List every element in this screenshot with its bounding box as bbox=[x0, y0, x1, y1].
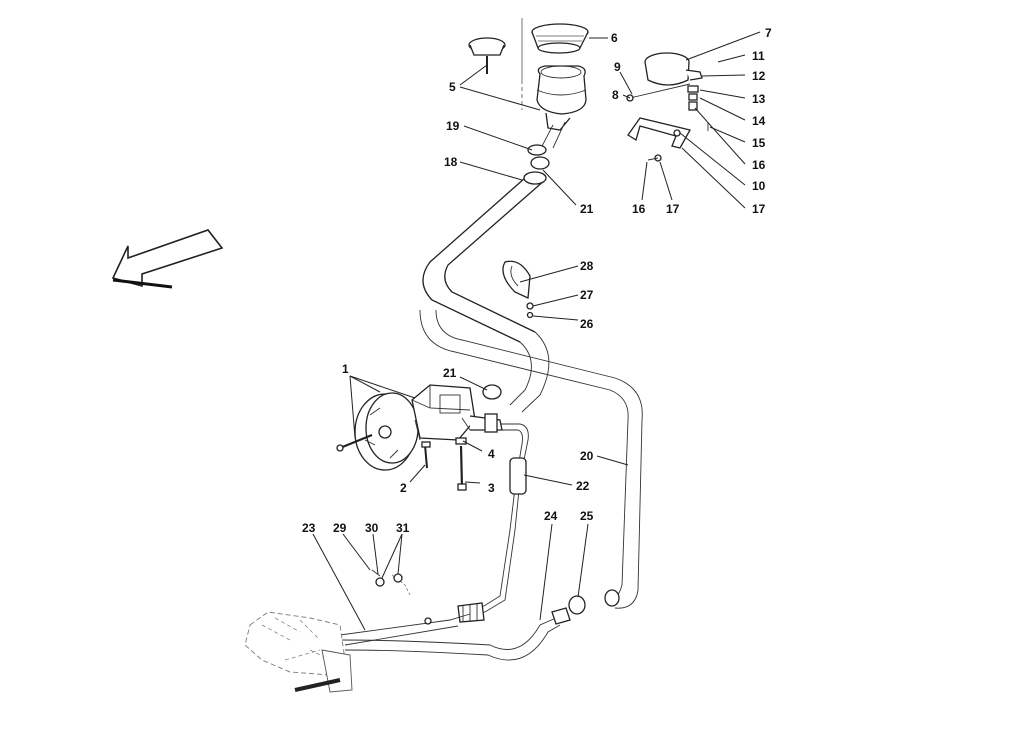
callout-23: 23 bbox=[302, 521, 316, 535]
callout-3: 3 bbox=[488, 481, 495, 495]
callout-27: 27 bbox=[580, 288, 594, 302]
callout-25: 25 bbox=[580, 509, 594, 523]
strap-28 bbox=[502, 260, 534, 319]
callout-16-right: 16 bbox=[752, 158, 766, 172]
callout-7: 7 bbox=[765, 26, 772, 40]
callout-29: 29 bbox=[333, 521, 347, 535]
bracket-assembly bbox=[626, 52, 709, 162]
callout-28: 28 bbox=[580, 259, 594, 273]
callout-6: 6 bbox=[611, 31, 618, 45]
front-direction-arrow-icon bbox=[111, 229, 224, 289]
pipe-22 bbox=[457, 423, 529, 623]
callout-1: 1 bbox=[342, 362, 349, 376]
callout-22: 22 bbox=[576, 479, 590, 493]
callout-17-right: 17 bbox=[752, 202, 766, 216]
callout-24: 24 bbox=[544, 509, 558, 523]
callout-8: 8 bbox=[612, 88, 619, 102]
callout-9: 9 bbox=[614, 60, 621, 74]
callout-14: 14 bbox=[752, 114, 766, 128]
callout-15: 15 bbox=[752, 136, 766, 150]
callout-31: 31 bbox=[396, 521, 410, 535]
callout-17-lower: 17 bbox=[666, 202, 680, 216]
hose-20 bbox=[419, 309, 643, 609]
callout-20: 20 bbox=[580, 449, 594, 463]
callout-labels: 1 2 3 4 5 6 7 8 9 10 11 12 13 14 15 16 1… bbox=[302, 26, 772, 535]
callout-21-upper: 21 bbox=[580, 202, 594, 216]
steering-rack-housing bbox=[244, 569, 411, 693]
callout-10: 10 bbox=[752, 179, 766, 193]
callout-12: 12 bbox=[752, 69, 766, 83]
callout-13: 13 bbox=[752, 92, 766, 106]
callout-2: 2 bbox=[400, 481, 407, 495]
leader-lines bbox=[312, 31, 761, 631]
callout-5: 5 bbox=[449, 80, 456, 94]
pipe-24 bbox=[339, 595, 586, 661]
callout-16-lower: 16 bbox=[632, 202, 646, 216]
callout-4: 4 bbox=[488, 447, 495, 461]
callout-19: 19 bbox=[446, 119, 460, 133]
callout-11: 11 bbox=[752, 49, 765, 63]
reservoir-assembly bbox=[468, 18, 589, 151]
pump-assembly bbox=[336, 384, 503, 491]
callout-26: 26 bbox=[580, 317, 594, 331]
callout-21-lower: 21 bbox=[443, 366, 457, 380]
callout-18: 18 bbox=[444, 155, 458, 169]
callout-30: 30 bbox=[365, 521, 379, 535]
